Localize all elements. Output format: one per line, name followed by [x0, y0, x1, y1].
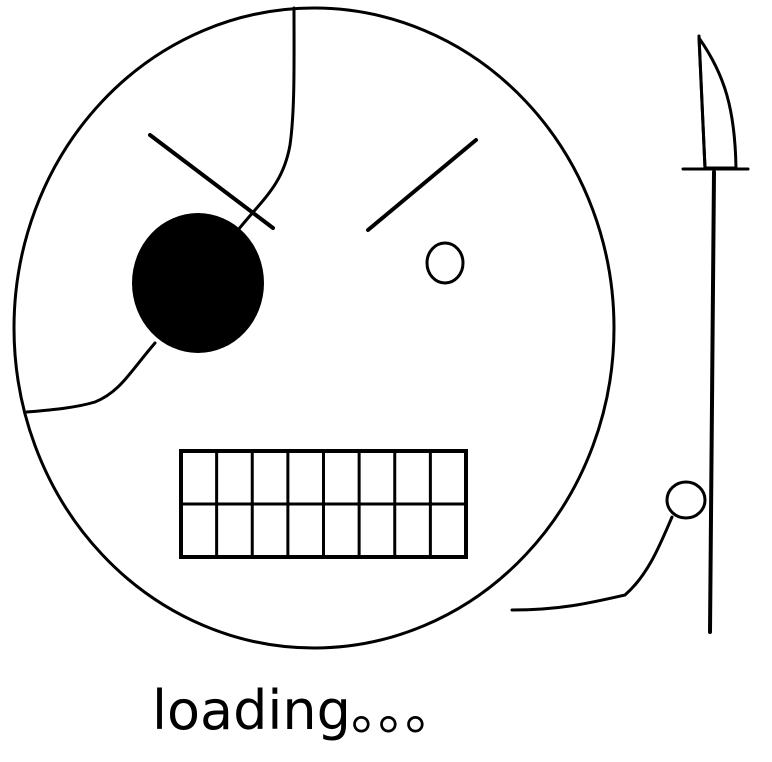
face-outline — [12, 6, 616, 650]
scar-line-lower — [25, 341, 157, 414]
eye-patch — [132, 213, 264, 353]
arm-line — [510, 515, 674, 612]
right-eyebrow — [366, 138, 478, 232]
left-eyebrow — [148, 133, 275, 230]
loading-text: loading。。。 — [152, 679, 459, 742]
hand-circle — [665, 480, 707, 520]
scar-line — [236, 6, 296, 232]
sword-blade-left-edge — [697, 34, 707, 170]
teeth-grid — [179, 449, 468, 559]
right-eye — [425, 241, 465, 285]
sword-shaft — [708, 170, 716, 634]
